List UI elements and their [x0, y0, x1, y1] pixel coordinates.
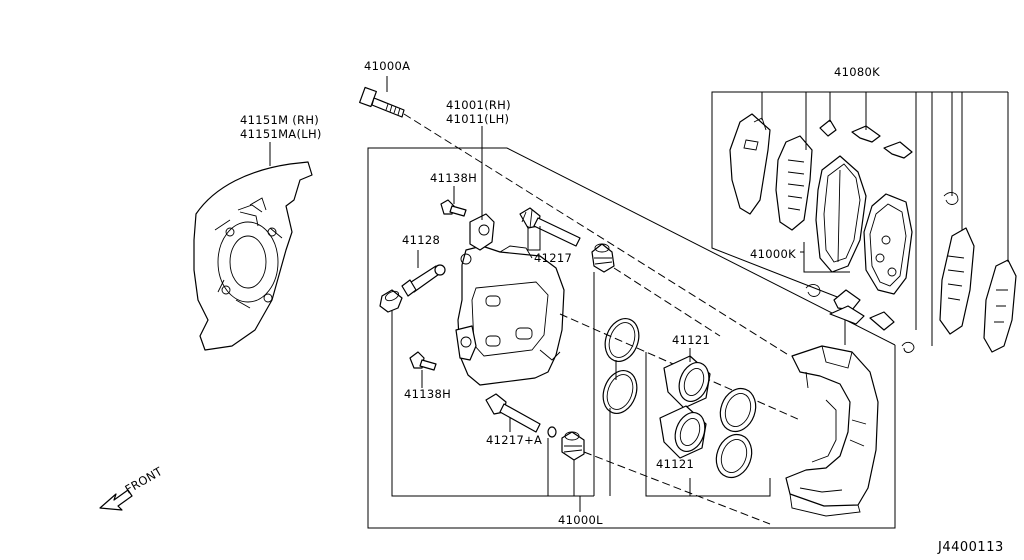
label-41121-upper: 41121	[672, 333, 710, 347]
label-41001-rh: 41001(RH)	[446, 98, 511, 112]
label-41011-lh: 41011(LH)	[446, 112, 509, 126]
cap-plug	[379, 289, 403, 313]
pad-clips	[805, 119, 959, 353]
label-41151MA-lh: 41151MA(LH)	[240, 127, 322, 141]
label-41217: 41217	[534, 251, 572, 265]
pad-shim-right-2	[983, 259, 1017, 353]
sleeve-41128	[401, 264, 446, 297]
front-arrow	[99, 489, 133, 511]
label-41138H-upper: 41138H	[430, 171, 477, 185]
label-41138H-lower: 41138H	[404, 387, 451, 401]
label-41217A: 41217+A	[486, 433, 542, 447]
guide-pin-41217A	[485, 393, 557, 438]
bolt-41138H-lower	[409, 351, 437, 371]
bolt-41000A	[359, 86, 405, 118]
caliper-bracket	[785, 345, 879, 517]
bolt-41138H-upper	[440, 199, 467, 217]
label-41000A: 41000A	[364, 59, 410, 73]
piston-seals	[715, 387, 757, 479]
pad-shim-right-1	[939, 227, 975, 335]
label-41121-lower: 41121	[656, 457, 694, 471]
pad-shim-inner	[775, 135, 813, 231]
guide-pin-41217	[519, 207, 581, 247]
piston-upper	[663, 355, 711, 409]
diagram-code: J4400113	[937, 540, 1004, 555]
seal-rings	[602, 318, 640, 414]
leader-lines	[391, 92, 1009, 512]
pad-shim-outer	[729, 113, 771, 215]
pin-boot-lower	[561, 431, 585, 461]
label-41128: 41128	[402, 233, 440, 247]
caliper-body	[455, 213, 565, 386]
label-front: FRONT	[123, 464, 166, 497]
dust-shield	[193, 161, 313, 351]
brake-pad-inner	[863, 193, 913, 295]
label-41151M-rh: 41151M (RH)	[240, 113, 319, 127]
pin-boot-upper	[591, 243, 615, 273]
label-41000K: 41000K	[750, 247, 796, 261]
label-41080K: 41080K	[834, 65, 880, 79]
caliper-assembly-frame	[367, 147, 896, 529]
label-41000L: 41000L	[558, 513, 603, 527]
brake-pad-outer	[815, 155, 867, 273]
piston-lower	[659, 405, 707, 459]
